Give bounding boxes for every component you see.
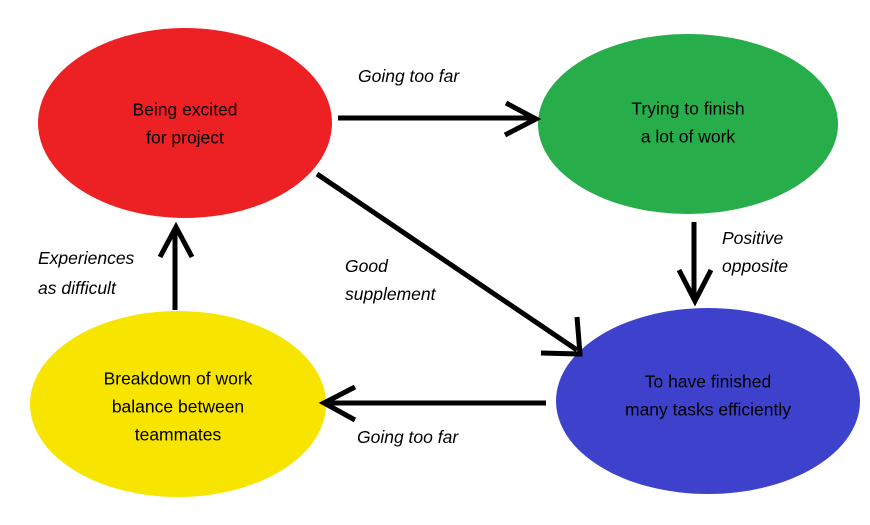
edge-label-line-1: Experiences [38,248,135,268]
edge-label-line-1: Positive [722,228,784,248]
node-label-line-2: many tasks efficiently [625,400,791,420]
node-ellipse-red[interactable] [38,28,332,218]
node-label-line-1: Breakdown of work [104,369,253,389]
node-label-line-2: a lot of work [641,127,736,147]
node-to-have-finished-many-tasks-efficiently[interactable]: To have finished many tasks efficiently [556,308,860,494]
edge-label-line-1: Good [345,256,389,276]
edge-label-line-2: opposite [722,256,788,276]
edge-trying-to-finished[interactable]: Positive opposite [676,222,788,307]
node-ellipse-blue[interactable] [556,308,860,494]
edge-label-line-2: as difficult [38,278,117,298]
node-label-line-1: Trying to finish [631,99,744,119]
edge-label-line-1: Going too far [358,66,460,86]
arrowhead-left [318,384,357,423]
node-ellipse-green[interactable] [538,34,838,214]
arrowhead-up [157,221,195,259]
arrowhead-down [676,268,714,307]
node-being-excited-for-project[interactable]: Being excited for project [38,28,332,218]
node-trying-to-finish-a-lot-of-work[interactable]: Trying to finish a lot of work [538,34,838,214]
edge-line-excited-to-finished [315,171,579,353]
node-label-line-2: for project [146,128,224,148]
edge-label-line-2: supplement [345,284,437,304]
edge-excited-to-finished[interactable]: Good supplement [315,171,583,357]
node-ellipse-yellow[interactable] [30,311,326,497]
edge-finished-to-breakdown[interactable]: Going too far [318,384,546,447]
edge-label-line-1: Going too far [357,427,459,447]
node-label-line-3: teammates [135,425,222,445]
node-label-line-2: balance between [112,397,244,417]
node-breakdown-of-work-balance-between-teammates[interactable]: Breakdown of work balance between teamma… [30,311,326,497]
edge-breakdown-to-excited[interactable]: Experiences as difficult [38,221,195,310]
node-label-line-1: To have finished [645,372,771,392]
node-label-line-1: Being excited [132,100,237,120]
edge-excited-to-trying[interactable]: Going too far [338,66,542,138]
arrowhead-diagonal-down-right [540,316,583,357]
arrowhead-right [503,100,542,138]
